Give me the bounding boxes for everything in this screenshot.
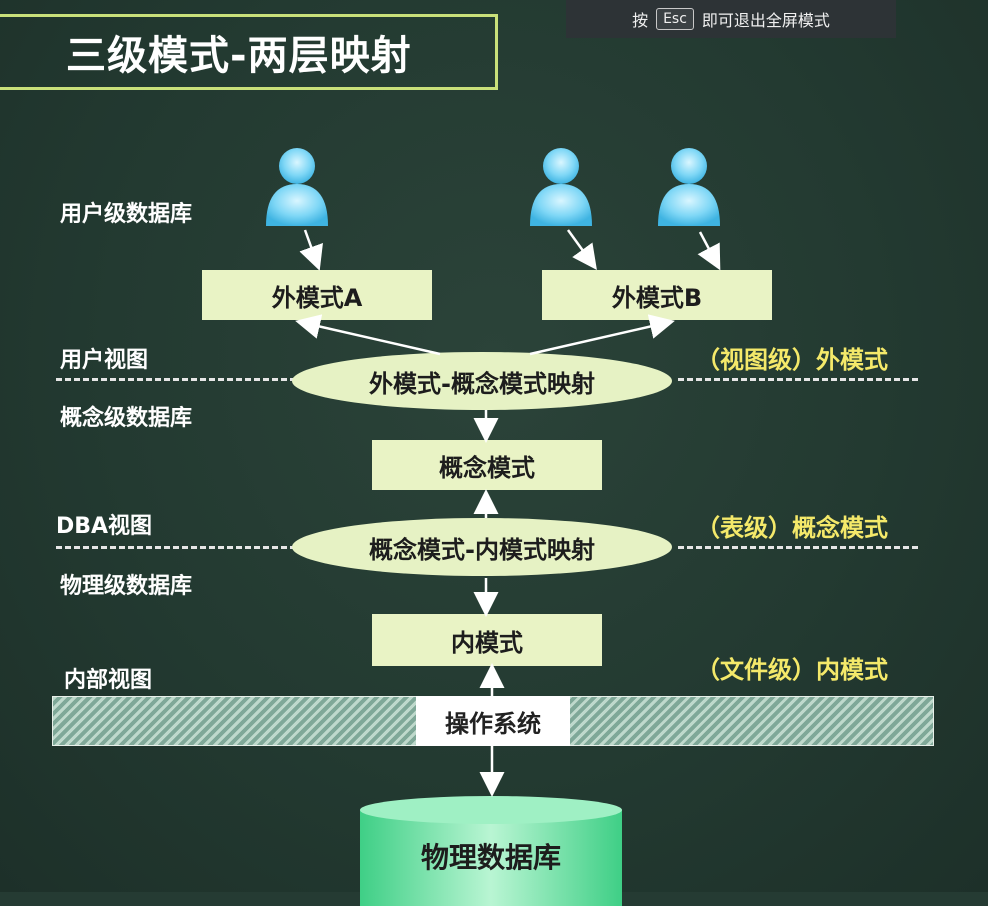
- database-cylinder-icon: [360, 796, 622, 906]
- title-box: 三级模式-两层映射: [0, 14, 498, 90]
- external-schema-a: 外模式A: [202, 270, 432, 320]
- external-schema-b: 外模式B: [542, 270, 772, 320]
- esc-key[interactable]: Esc: [656, 8, 694, 30]
- internal-schema: 内模式: [372, 614, 602, 666]
- user-icon: [530, 148, 592, 226]
- notice-suffix: 即可退出全屏模式: [701, 11, 830, 30]
- physical-db-label: 物理级数据库: [60, 574, 193, 599]
- user-icon: [658, 148, 720, 226]
- view-level-label: （视图级）外模式: [696, 346, 888, 374]
- user-view-label: 用户视图: [60, 348, 149, 373]
- concept-db-label: 概念级数据库: [60, 406, 193, 431]
- divider-line: [56, 546, 296, 549]
- divider-line: [56, 378, 296, 381]
- physical-database-label: 物理数据库: [420, 841, 561, 874]
- external-conceptual-mapping: 外模式-概念模式映射: [292, 352, 672, 410]
- divider-line: [678, 546, 918, 549]
- fullscreen-exit-notice: 按 Esc 即可退出全屏模式: [566, 0, 896, 38]
- user-db-label: 用户级数据库: [60, 202, 193, 227]
- user-icon: [266, 148, 328, 226]
- table-level-label: （表级）概念模式: [696, 514, 888, 542]
- file-level-label: （文件级）内模式: [696, 656, 888, 684]
- operating-system-box: 操作系统: [416, 696, 570, 746]
- dba-view-label: DBA视图: [56, 514, 153, 539]
- internal-view-label: 内部视图: [64, 668, 153, 693]
- divider-line: [678, 378, 918, 381]
- notice-prefix: 按: [632, 11, 649, 30]
- slide-title: 三级模式-两层映射: [66, 33, 412, 79]
- conceptual-internal-mapping: 概念模式-内模式映射: [292, 518, 672, 576]
- conceptual-schema: 概念模式: [372, 440, 602, 490]
